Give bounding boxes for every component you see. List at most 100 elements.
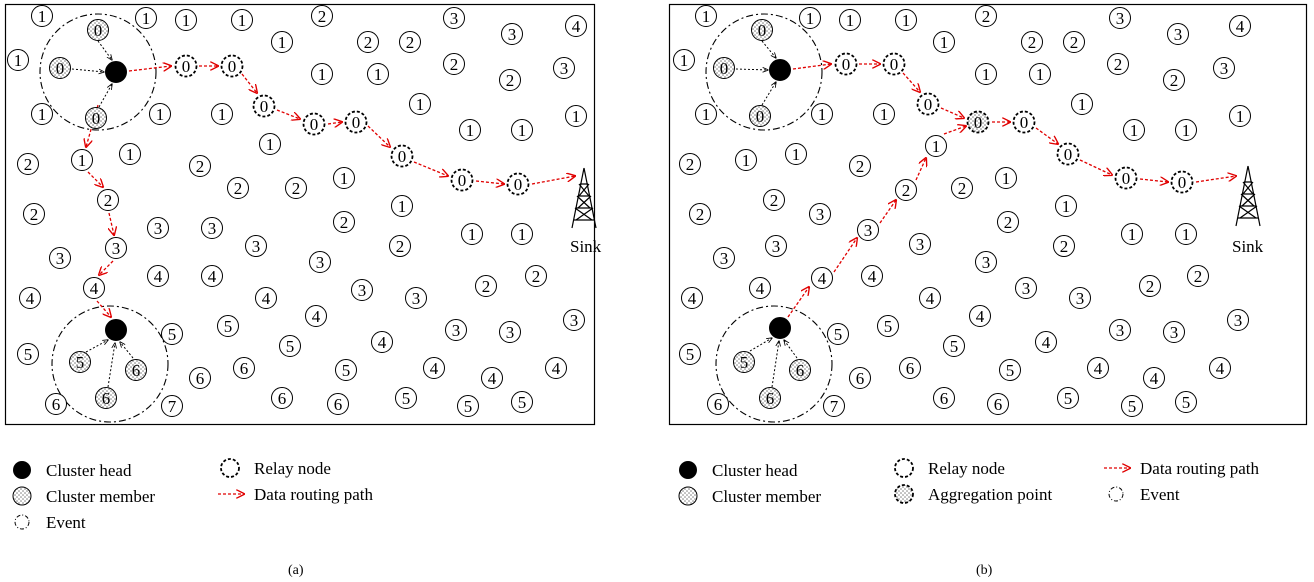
node-label: 1 bbox=[792, 145, 801, 164]
node-normal: 6 bbox=[899, 357, 921, 379]
node-label: 1 bbox=[880, 105, 889, 124]
node-head: 0 bbox=[105, 61, 127, 83]
legend-label: Relay node bbox=[254, 459, 331, 478]
node-label: 0 bbox=[1178, 173, 1187, 192]
node-label: 2 bbox=[450, 55, 459, 74]
node-normal: 4 bbox=[1035, 331, 1057, 353]
node-normal: 6 bbox=[987, 393, 1009, 415]
node-label: 7 bbox=[168, 397, 177, 416]
node-label: 3 bbox=[982, 253, 991, 272]
node-label: 3 bbox=[916, 235, 925, 254]
node-normal: 3 bbox=[1163, 321, 1185, 343]
cluster-member-icon bbox=[12, 486, 32, 506]
sink-label: Sink bbox=[1232, 237, 1264, 256]
node-relay: 0 bbox=[302, 112, 326, 136]
node-member: 0 bbox=[49, 57, 71, 79]
node-normal: 1 bbox=[895, 9, 917, 31]
node-label: 6 bbox=[940, 389, 949, 408]
node-label: 1 bbox=[940, 33, 949, 52]
node-member: 5 bbox=[733, 351, 755, 373]
node-relay: 0 bbox=[1056, 142, 1080, 166]
node-label: 1 bbox=[1182, 121, 1191, 140]
node-normal: 3 bbox=[909, 233, 931, 255]
node-label: 0 bbox=[94, 21, 103, 40]
node-label: 1 bbox=[702, 105, 711, 124]
node-label: 4 bbox=[26, 289, 35, 308]
node-member: 6 bbox=[789, 359, 811, 381]
node-label: 1 bbox=[78, 151, 87, 170]
node-normal: 3 bbox=[147, 217, 169, 239]
node-label: 6 bbox=[278, 389, 287, 408]
event-region bbox=[705, 13, 823, 131]
node-normal: 3 bbox=[553, 57, 575, 79]
node-label: 1 bbox=[38, 7, 47, 26]
node-normal: 5 bbox=[1121, 395, 1143, 417]
node-normal: 2 bbox=[189, 155, 211, 177]
node-label: 1 bbox=[266, 135, 275, 154]
node-normal: 1 bbox=[1229, 105, 1251, 127]
legend-label: Cluster member bbox=[46, 487, 155, 506]
node-normal: 1 bbox=[933, 31, 955, 53]
node-relay: 0 bbox=[1170, 170, 1194, 194]
node-label: 3 bbox=[1234, 311, 1243, 330]
node-label: 1 bbox=[902, 11, 911, 30]
node-label: 3 bbox=[570, 311, 579, 330]
node-relay: 0 bbox=[916, 92, 940, 116]
node-label: 3 bbox=[508, 25, 517, 44]
node-normal: 6 bbox=[271, 387, 293, 409]
node-normal: 1 bbox=[995, 167, 1017, 189]
legend-label: Relay node bbox=[928, 459, 1005, 478]
node-normal: 4 bbox=[423, 357, 445, 379]
node-label: 6 bbox=[714, 395, 723, 414]
relay-node-icon bbox=[220, 458, 240, 478]
node-normal: 2 bbox=[311, 5, 333, 27]
cluster-head-icon bbox=[679, 461, 697, 479]
node-label: 1 bbox=[702, 7, 711, 26]
node-member: 6 bbox=[95, 387, 117, 409]
node-normal: 1 bbox=[1175, 223, 1197, 245]
node-normal: 4 bbox=[1209, 357, 1231, 379]
node-normal: 2 bbox=[97, 189, 119, 211]
node-label: 2 bbox=[30, 205, 39, 224]
node-label: 0 bbox=[1122, 169, 1131, 188]
node-label: 2 bbox=[958, 179, 967, 198]
node-label: 3 bbox=[358, 281, 367, 300]
node-label: 5 bbox=[286, 337, 295, 356]
node-normal: 1 bbox=[873, 103, 895, 125]
node-normal: 3 bbox=[445, 319, 467, 341]
node-normal: 5 bbox=[999, 359, 1021, 381]
node-label: 2 bbox=[1170, 71, 1179, 90]
node-normal: 2 bbox=[23, 203, 45, 225]
node-normal: 1 bbox=[459, 119, 481, 141]
node-normal: 5 bbox=[943, 335, 965, 357]
node-normal: 1 bbox=[673, 49, 695, 71]
node-normal: 3 bbox=[713, 247, 735, 269]
node-label: 6 bbox=[796, 361, 805, 380]
node-label: 4 bbox=[926, 289, 935, 308]
node-label: 4 bbox=[90, 279, 99, 298]
cluster-links bbox=[71, 40, 798, 388]
node-relay: 0 bbox=[174, 54, 198, 78]
node-label: 5 bbox=[24, 345, 33, 364]
node-relay: 0 bbox=[1012, 110, 1036, 134]
node-normal: 5 bbox=[679, 343, 701, 365]
node-normal: 2 bbox=[951, 177, 973, 199]
node-normal: 3 bbox=[405, 287, 427, 309]
node-label: 0 bbox=[842, 55, 851, 74]
node-normal: 4 bbox=[749, 277, 771, 299]
node-normal: 4 bbox=[1087, 357, 1109, 379]
panel-b-frame bbox=[668, 3, 1308, 426]
node-label: 6 bbox=[334, 395, 343, 414]
node-label: 0 bbox=[92, 109, 101, 128]
node-normal: 3 bbox=[1213, 57, 1235, 79]
node-normal: 2 bbox=[689, 203, 711, 225]
node-relay: 0 bbox=[344, 110, 368, 134]
node-normal: 2 bbox=[1139, 275, 1161, 297]
node-normal: 4 bbox=[919, 287, 941, 309]
node-label: 1 bbox=[1078, 95, 1087, 114]
panel-a-caption: (a) bbox=[288, 563, 304, 578]
node-head: 0 bbox=[769, 59, 791, 81]
legend-label: Cluster member bbox=[712, 487, 821, 506]
node-label: 6 bbox=[856, 369, 865, 388]
